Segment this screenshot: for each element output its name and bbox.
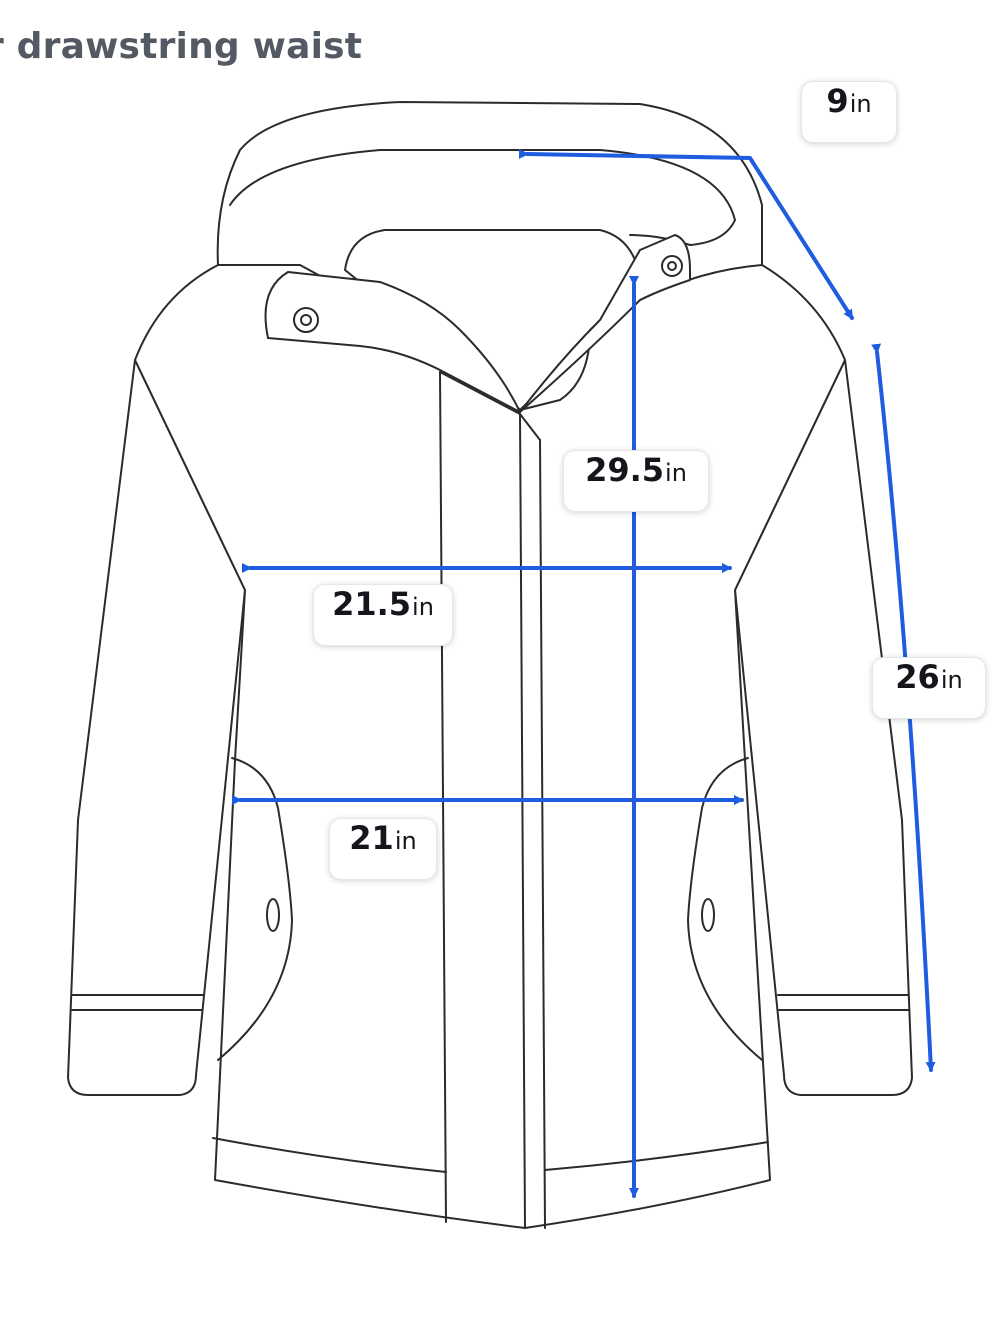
hem-line — [212, 1137, 769, 1173]
left-collar-snap-icon-inner — [300, 314, 312, 326]
sleeve-measurement-value: 26 — [895, 658, 940, 696]
right-pocket — [687, 757, 763, 1061]
length-measurement-value: 29.5 — [585, 451, 665, 489]
left-pocket-snap-icon — [266, 898, 280, 932]
hood-measurement-value: 9 — [826, 82, 849, 120]
chest-measurement-unit: in — [412, 593, 434, 621]
right-sleeve — [734, 359, 913, 1096]
length-measurement-unit: in — [665, 459, 687, 487]
waist-measurement-value: 21 — [349, 819, 394, 857]
waist-measurement-unit: in — [394, 827, 417, 855]
left-sleeve — [67, 359, 246, 1096]
right-pocket-snap-icon — [701, 898, 715, 932]
left-pocket — [217, 757, 293, 1061]
chest-measurement-badge: 21.5 in — [313, 584, 453, 646]
waist-measurement-badge: 21 in — [329, 818, 437, 880]
hood-measurement-unit: in — [849, 90, 872, 118]
left-collar-flap — [264, 271, 521, 413]
left-collar-snap-icon — [293, 307, 319, 333]
chest-measurement-value: 21.5 — [332, 585, 412, 623]
page-title: r drawstring waist — [0, 26, 363, 67]
jacket-body — [134, 264, 846, 1229]
sleeve-measurement-badge: 26 in — [872, 657, 986, 719]
placket-top — [439, 371, 541, 441]
hood-measurement-badge: 9 in — [801, 81, 897, 143]
sleeve-measurement-unit: in — [940, 666, 963, 694]
hood-arrow — [518, 148, 854, 320]
length-measurement-badge: 29.5 in — [563, 450, 709, 512]
